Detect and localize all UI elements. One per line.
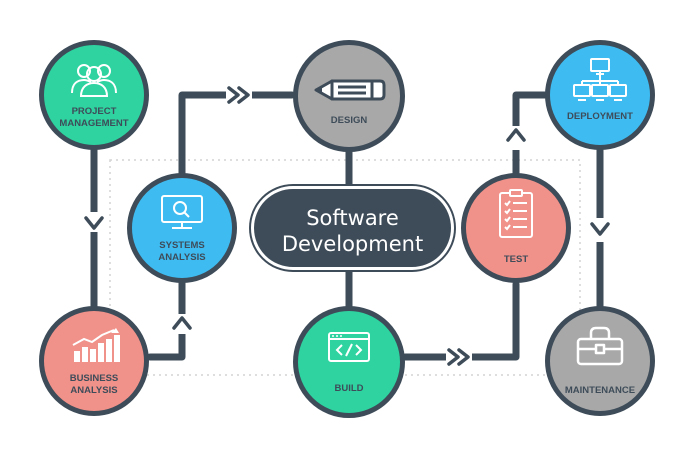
design-node: DESIGN — [293, 40, 405, 152]
arrow-up-1 — [172, 314, 192, 334]
maintenance-label: MAINTENANCE — [564, 385, 636, 396]
arrow-up-2 — [506, 126, 526, 150]
monitor-search-icon — [161, 195, 203, 229]
people-icon — [71, 64, 117, 97]
software-development-title-pill: Software Development — [251, 186, 454, 270]
test-label: TEST — [503, 254, 529, 265]
design-label: DESIGN — [330, 115, 368, 126]
arrow-right-2 — [446, 347, 472, 367]
arrow-down-1 — [84, 212, 104, 232]
systems-analysis-label: SYSTEMS ANALYSIS — [158, 240, 206, 263]
test-node: TEST — [461, 173, 571, 283]
checklist-icon — [499, 189, 533, 238]
business-analysis-node: BUSINESS ANALYSIS — [39, 306, 149, 416]
project-management-node: PROJECT MANAGEMENT — [39, 40, 149, 150]
build-node: BUILD — [293, 306, 405, 418]
code-window-icon — [328, 332, 370, 362]
pencil-icon — [314, 79, 386, 101]
maintenance-node: MAINTENANCE — [545, 306, 655, 416]
deployment-node: DEPLOYMENT — [545, 40, 655, 150]
bar-chart-icon — [72, 328, 120, 362]
deployment-label: DEPLOYMENT — [567, 111, 633, 122]
arrow-down-2 — [590, 218, 610, 242]
connector-build-test — [401, 280, 520, 361]
arrow-right-1 — [226, 85, 252, 105]
network-icon — [573, 58, 627, 101]
connector-ba-sa — [146, 278, 186, 361]
systems-analysis-node: SYSTEMS ANALYSIS — [127, 173, 237, 283]
build-label: BUILD — [334, 383, 364, 394]
project-management-label: PROJECT MANAGEMENT — [59, 106, 129, 129]
connector-sa-design — [178, 91, 296, 179]
toolbox-icon — [576, 326, 624, 366]
diagram-title: Software Development — [281, 206, 424, 256]
business-analysis-label: BUSINESS ANALYSIS — [69, 373, 119, 396]
